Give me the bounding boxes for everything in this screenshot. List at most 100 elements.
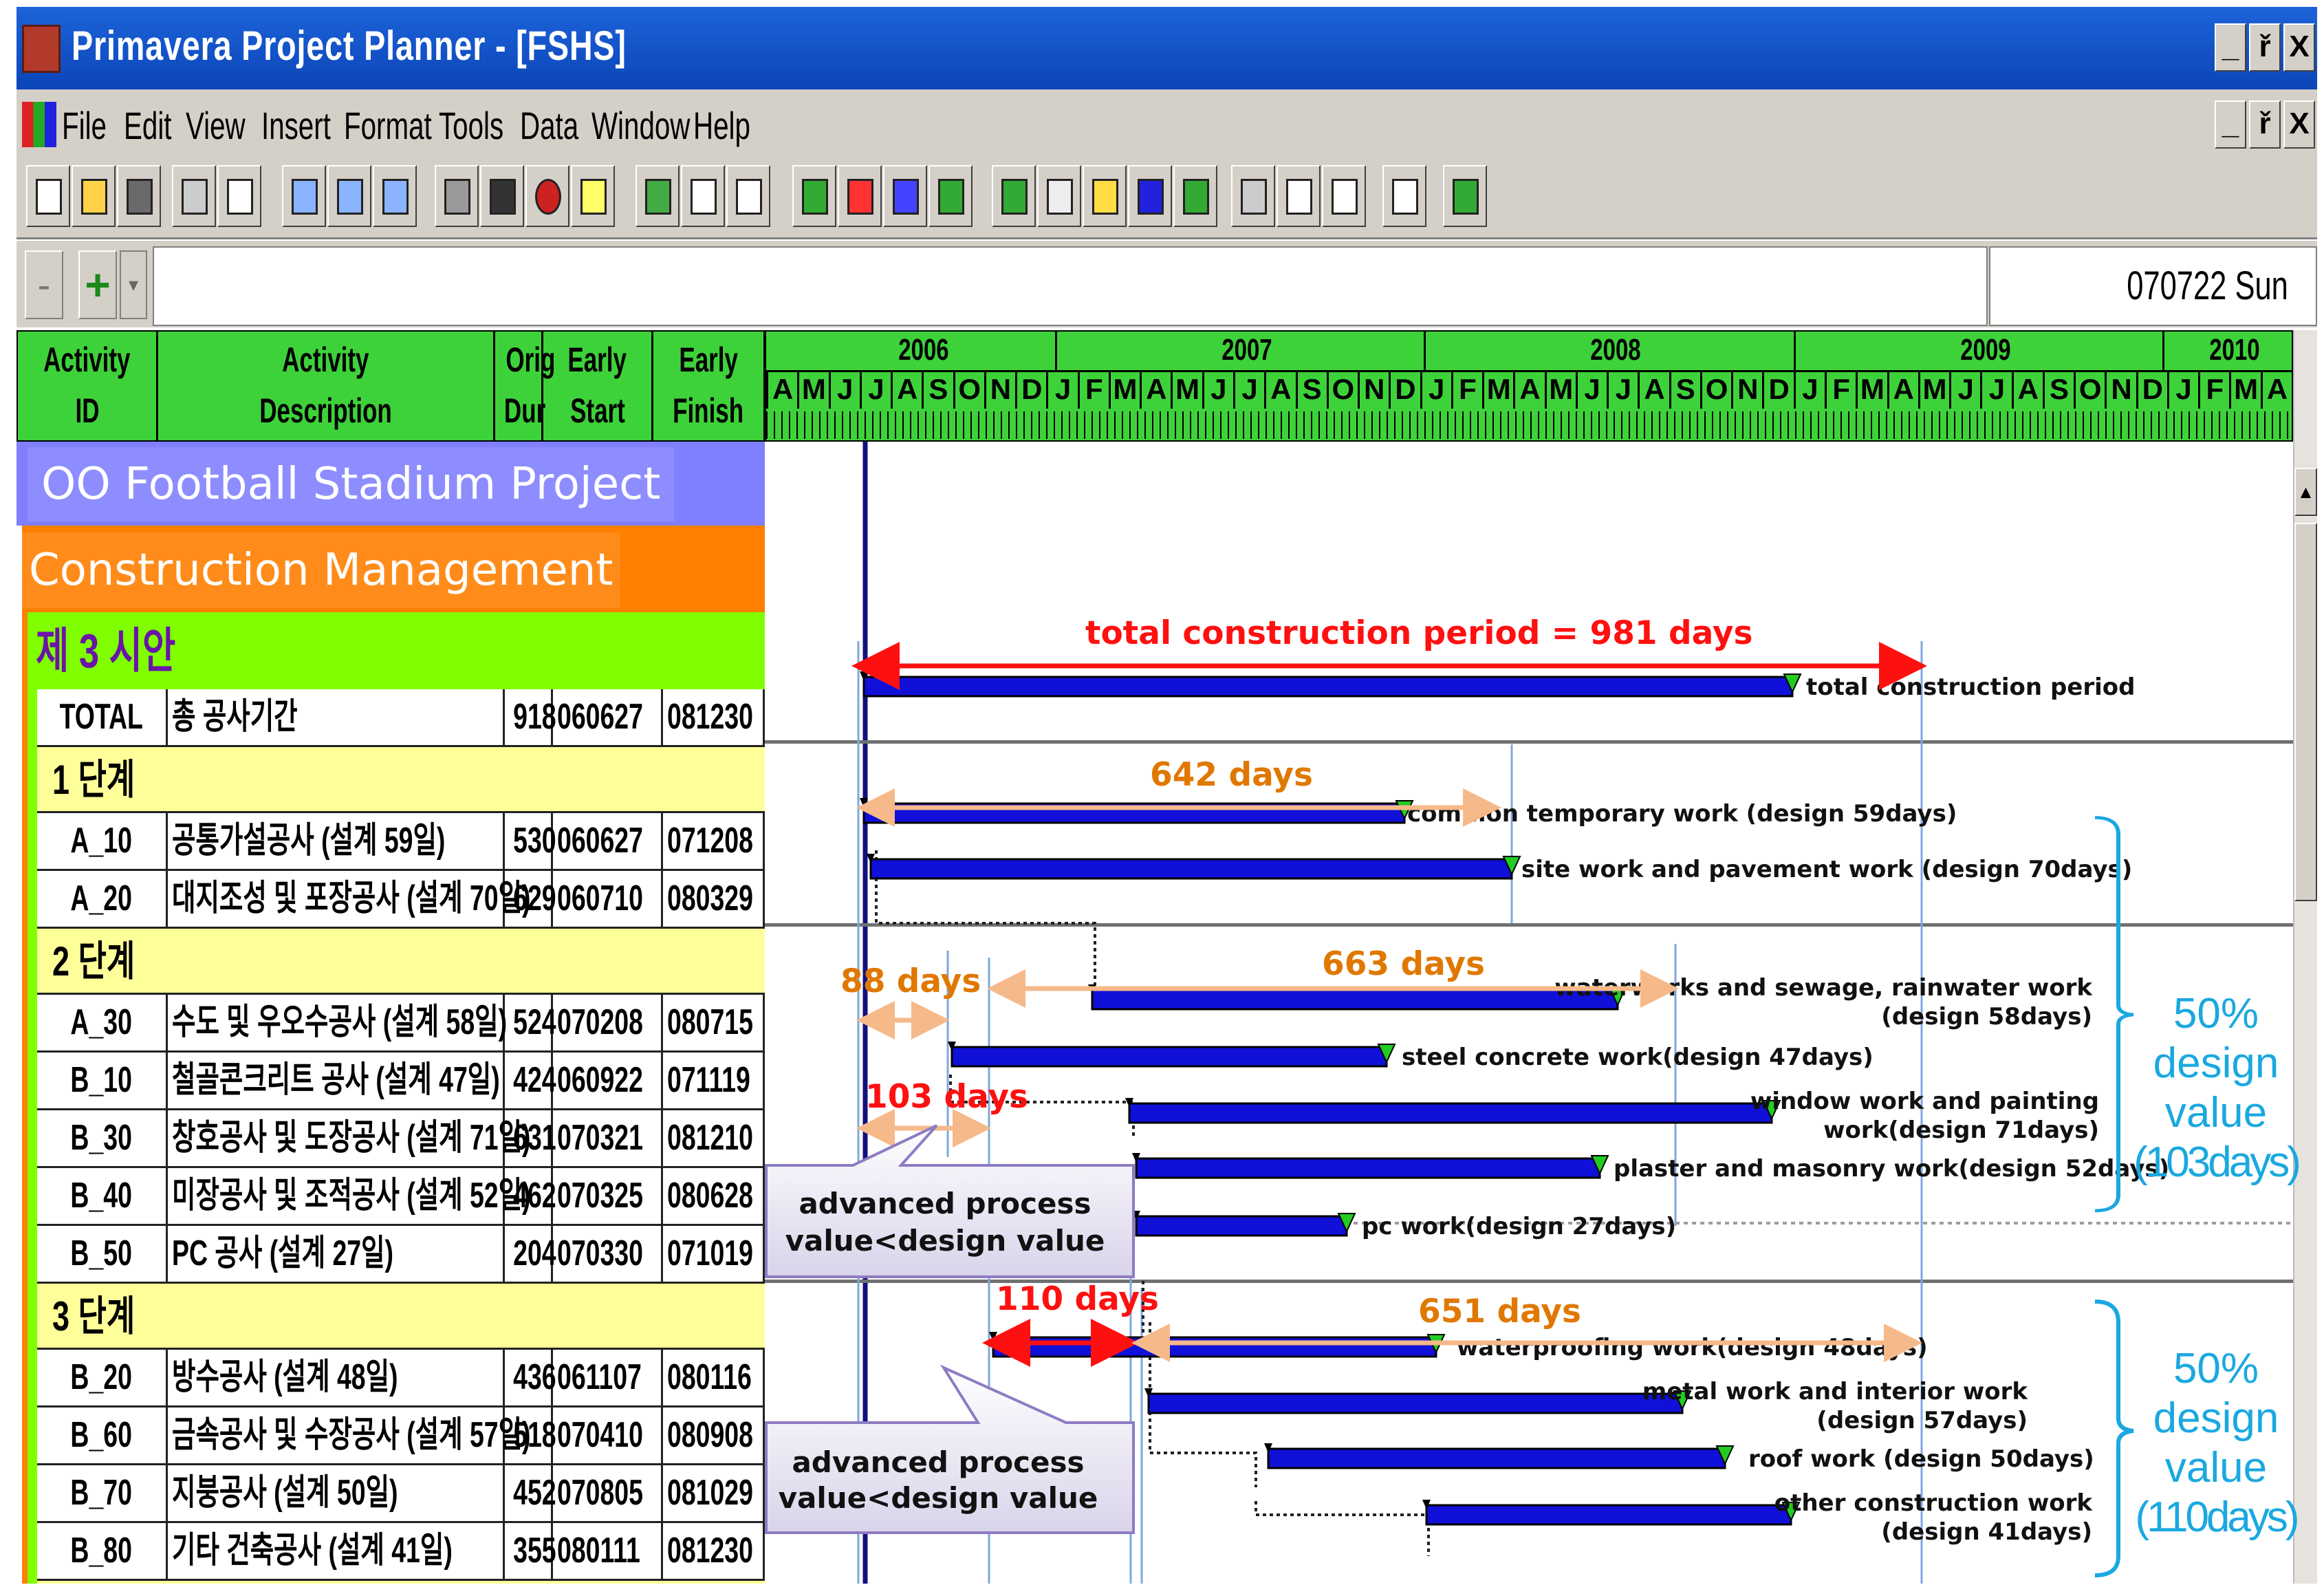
- organize-icon[interactable]: [992, 165, 1036, 227]
- bar-b10[interactable]: [951, 1046, 1388, 1068]
- cell-dur: 452: [505, 1465, 556, 1521]
- copy-icon[interactable]: [327, 165, 371, 227]
- group-row[interactable]: 2 단계: [37, 929, 765, 995]
- expand-button[interactable]: +: [78, 250, 117, 319]
- mail-icon[interactable]: [1277, 165, 1321, 227]
- scroll-thumb[interactable]: [2294, 523, 2317, 901]
- group-label: 1 단계: [52, 757, 135, 803]
- menu-help[interactable]: Help: [693, 104, 750, 147]
- bar-a20[interactable]: [869, 858, 1513, 880]
- collapse-button[interactable]: -: [25, 250, 63, 319]
- menu-data[interactable]: Data: [520, 104, 579, 147]
- minimize-button[interactable]: _: [2215, 23, 2246, 72]
- menu-insert[interactable]: Insert: [261, 104, 331, 147]
- menu-tools[interactable]: Tools: [439, 104, 504, 147]
- cell-finish: 071208: [663, 813, 765, 869]
- menu-edit[interactable]: Edit: [124, 104, 172, 147]
- bar-label-b10: steel concrete work(design 47days): [1402, 1044, 1874, 1071]
- web-icon[interactable]: [1322, 165, 1366, 227]
- bar-b70[interactable]: [1267, 1447, 1726, 1469]
- schedule-icon[interactable]: [435, 165, 479, 227]
- doc-icon[interactable]: [22, 102, 56, 147]
- month-cell: J: [1949, 370, 1980, 409]
- help-icon[interactable]: [1443, 165, 1487, 227]
- bar-b40[interactable]: [1135, 1157, 1601, 1179]
- bar-total[interactable]: [862, 676, 1794, 698]
- level-icon[interactable]: [525, 165, 569, 227]
- group-row[interactable]: 1 단계: [37, 747, 765, 813]
- bar-b80[interactable]: [1425, 1504, 1792, 1526]
- cell-desc: 공통가설공사 (설계 59일): [168, 813, 505, 869]
- bar-a30[interactable]: [1091, 989, 1619, 1011]
- app-icon[interactable]: [22, 25, 61, 73]
- tools-icon[interactable]: [1382, 165, 1426, 227]
- doc-restore-button[interactable]: ř: [2249, 100, 2281, 149]
- new-icon[interactable]: [26, 165, 70, 227]
- copy-layout-icon[interactable]: [1231, 165, 1275, 227]
- vertical-scrollbar[interactable]: ▲: [2293, 330, 2317, 1584]
- menu-view[interactable]: View: [186, 104, 246, 147]
- person-icon[interactable]: [883, 165, 927, 227]
- columns-icon[interactable]: [726, 165, 770, 227]
- save-icon[interactable]: [117, 165, 161, 227]
- bar-b60[interactable]: [1147, 1392, 1684, 1414]
- open-icon[interactable]: [72, 165, 116, 227]
- layout-icon[interactable]: [681, 165, 725, 227]
- tool-icon[interactable]: [571, 165, 615, 227]
- bar-label-b40: plaster and masonry work(design 52days): [1614, 1155, 2169, 1183]
- cut-icon[interactable]: [282, 165, 326, 227]
- bar-b50[interactable]: [1135, 1215, 1348, 1237]
- scroll-up-icon[interactable]: ▲: [2294, 468, 2317, 516]
- month-cell: M: [1108, 370, 1140, 409]
- print-icon[interactable]: [172, 165, 216, 227]
- sort-icon[interactable]: [1083, 165, 1127, 227]
- label-663: 663 days: [1322, 945, 1485, 983]
- network-icon[interactable]: [636, 165, 680, 227]
- doc-close-button[interactable]: X: [2283, 100, 2315, 149]
- bar-b30[interactable]: [1128, 1102, 1773, 1124]
- project-title: OO Football Stadium Project: [28, 447, 675, 521]
- histogram-icon[interactable]: [792, 165, 836, 227]
- filter-icon[interactable]: [1128, 165, 1172, 227]
- paste-icon[interactable]: [373, 165, 417, 227]
- edit-field[interactable]: [153, 246, 1988, 326]
- cell-dur: 631: [505, 1110, 556, 1166]
- tree-icon[interactable]: [928, 165, 973, 227]
- group-row[interactable]: 3 단계: [37, 1284, 765, 1350]
- table-icon[interactable]: [1037, 165, 1081, 227]
- relationship-icon[interactable]: [1173, 165, 1217, 227]
- doc-minimize-button[interactable]: _: [2215, 100, 2246, 149]
- menu-file[interactable]: File: [62, 104, 107, 147]
- separator-1: [765, 740, 2293, 744]
- cell-desc: 금속공사 및 수장공사 (설계 57일): [168, 1408, 531, 1463]
- restore-button[interactable]: ř: [2249, 23, 2281, 72]
- find-icon[interactable]: [480, 165, 524, 227]
- cell-desc: 대지조성 및 포장공사 (설계 70일): [168, 871, 531, 927]
- cell-dur: 524: [505, 995, 556, 1050]
- menu-format[interactable]: Format: [344, 104, 432, 147]
- close-button[interactable]: X: [2283, 23, 2315, 72]
- resource-icon[interactable]: [838, 165, 882, 227]
- chevron-down-icon[interactable]: ▾: [120, 250, 147, 319]
- print-preview-icon[interactable]: [217, 165, 261, 227]
- edit-bar: - + ▾ 070722 Sun: [17, 239, 2317, 327]
- menu-window[interactable]: Window: [591, 104, 691, 147]
- bar-label-b30: work(design 71days): [1823, 1117, 2099, 1144]
